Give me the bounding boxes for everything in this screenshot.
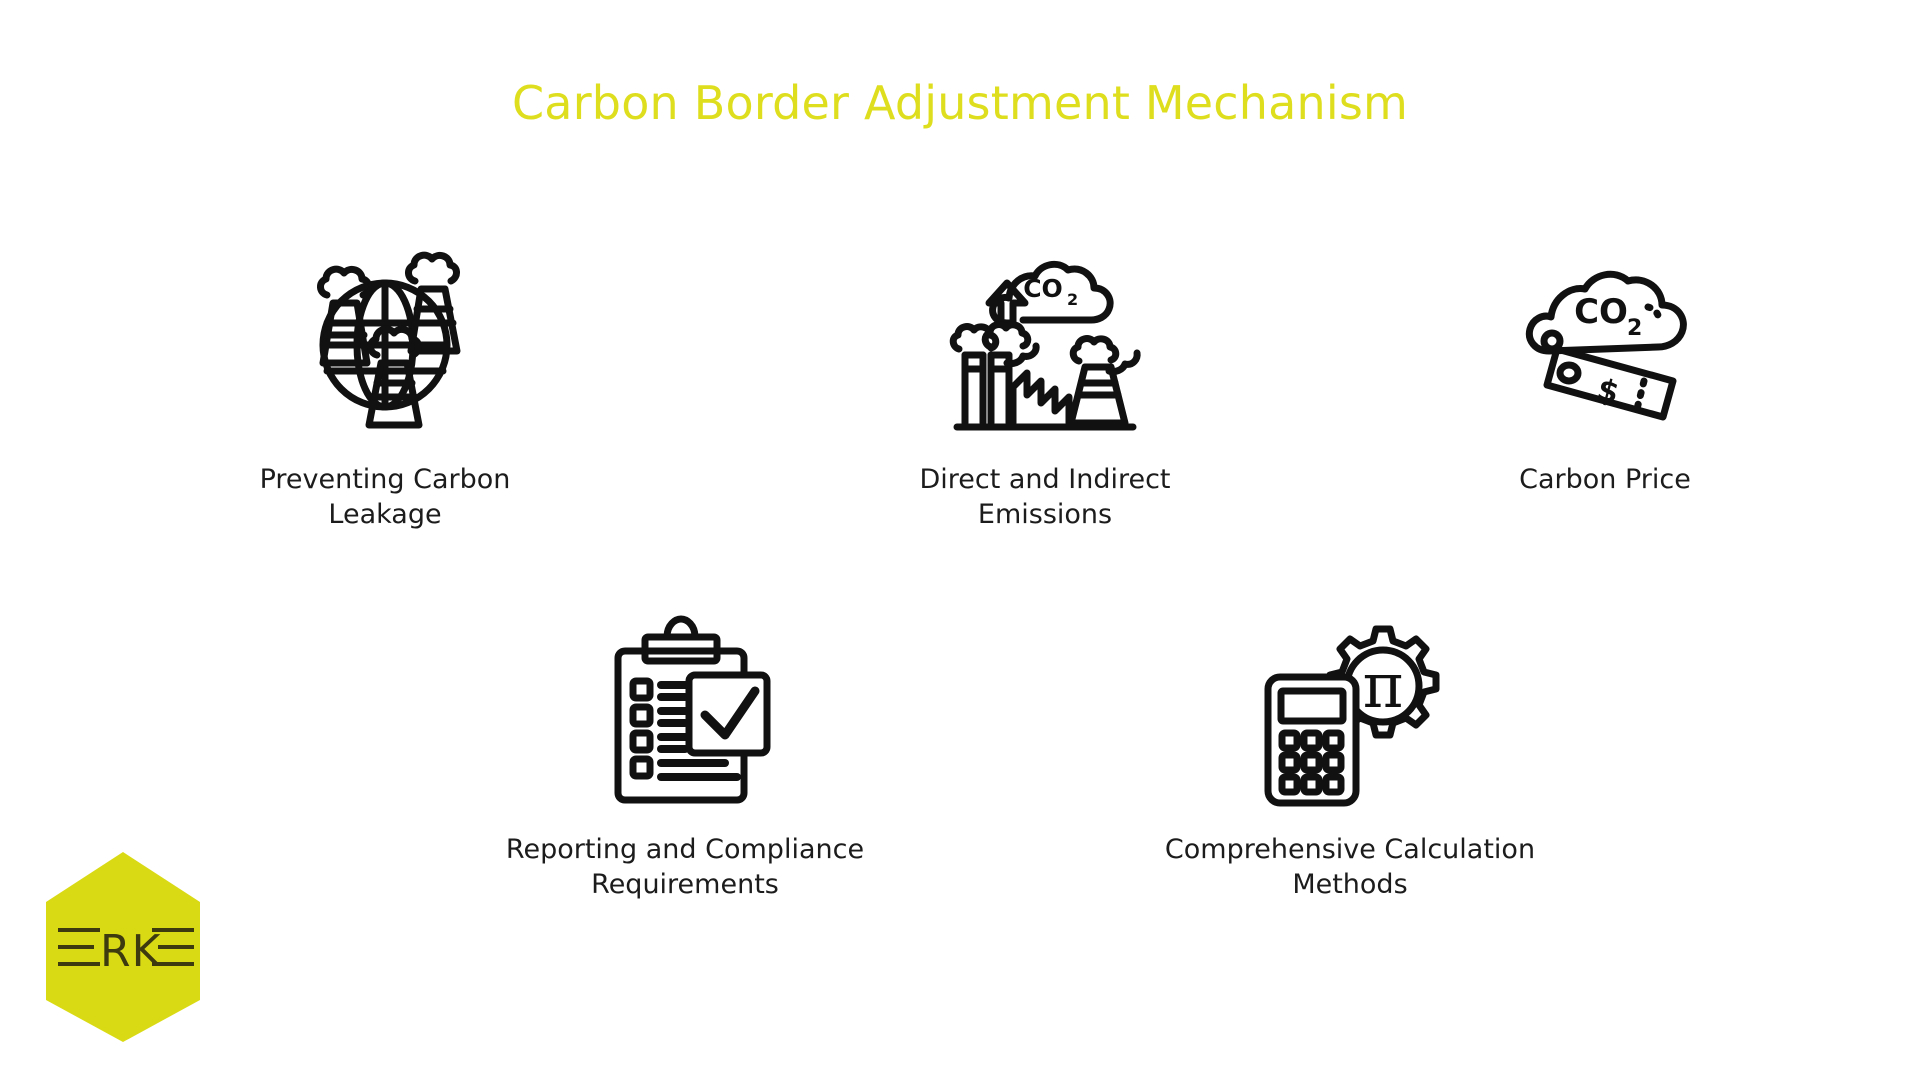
svg-text:CO: CO: [1574, 292, 1628, 332]
globe-factory-smokestacks-icon: [285, 245, 485, 445]
card-label: Carbon Price: [1519, 464, 1691, 495]
card-label: Direct and Indirect Emissions: [919, 464, 1171, 530]
card-comprehensive-calculation-methods[interactable]: π Comprehensive Calculat: [1140, 615, 1560, 902]
clipboard-checklist-checkmark-icon: [585, 615, 785, 815]
svg-text:CO: CO: [1023, 274, 1063, 303]
card-carbon-price[interactable]: CO 2 $ Carbon Price: [1395, 245, 1815, 498]
page-title: Carbon Border Adjustment Mechanism: [511, 76, 1409, 130]
svg-text:π: π: [1363, 649, 1404, 722]
svg-text:2: 2: [1067, 290, 1078, 309]
svg-text:2: 2: [1627, 316, 1642, 341]
card-label: Reporting and Compliance Requirements: [505, 834, 865, 900]
factory-co2-cloud-arrow-icon: CO 2: [945, 245, 1145, 445]
card-reporting-and-compliance-requirements[interactable]: Reporting and Compliance Requirements: [475, 615, 895, 902]
erke-logo[interactable]: RK: [42, 852, 204, 1042]
card-label: Preventing Carbon Leakage: [259, 464, 511, 530]
card-direct-and-indirect-emissions[interactable]: CO 2: [835, 245, 1255, 532]
erke-logo-text: RK: [100, 926, 162, 977]
card-preventing-carbon-leakage[interactable]: Preventing Carbon Leakage: [175, 245, 595, 532]
co2-cloud-price-tag-icon: CO 2 $: [1505, 245, 1705, 445]
calculator-gear-pi-icon: π: [1250, 615, 1450, 815]
card-label: Comprehensive Calculation Methods: [1164, 834, 1536, 900]
